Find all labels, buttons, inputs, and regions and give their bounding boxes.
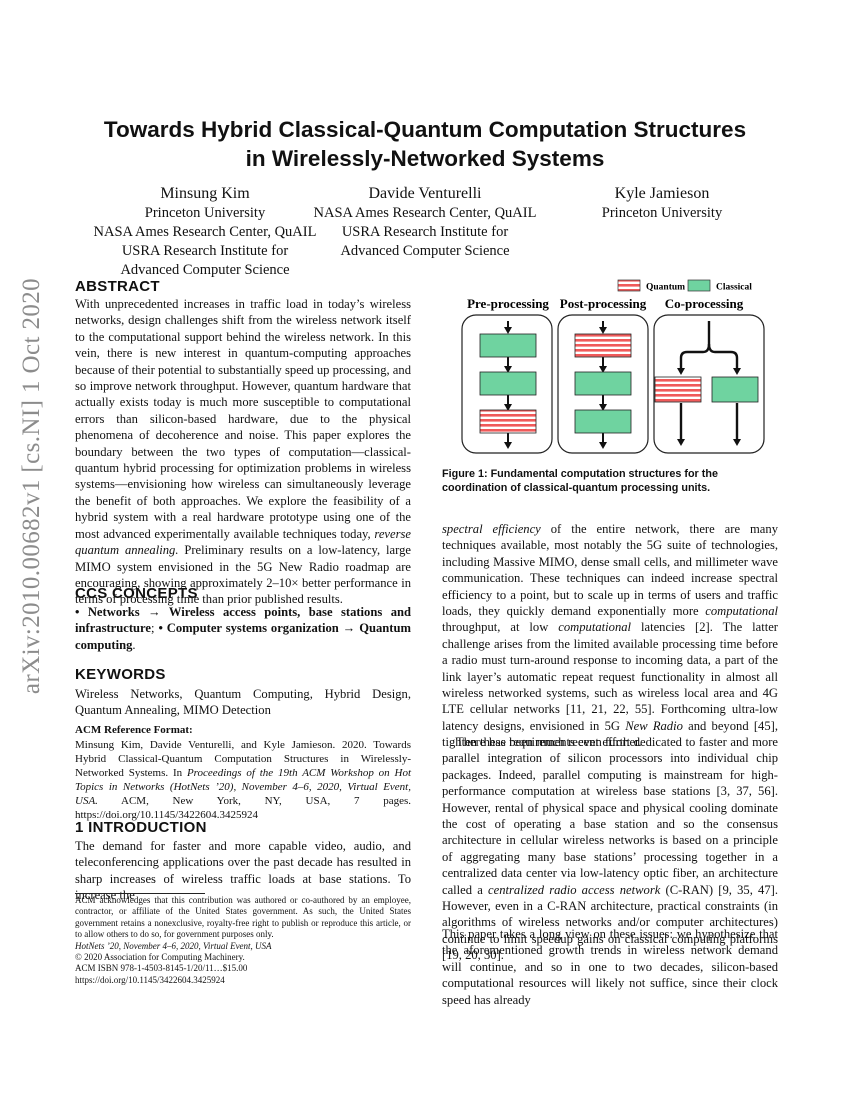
quantum-block bbox=[574, 333, 632, 358]
panel-post-processing bbox=[557, 314, 649, 454]
author-affiliation: Advanced Computer Science bbox=[340, 243, 510, 259]
right-column-paragraph-3: This paper takes a long view on these is… bbox=[442, 927, 778, 1007]
abstract-text-part: With unprecedented increases in traffic … bbox=[75, 297, 411, 541]
arxiv-stamp: arXiv:2010.00682v1 [cs.NI] 1 Oct 2020 bbox=[18, 277, 45, 695]
acm-ref-heading: ACM Reference Format: bbox=[75, 724, 193, 736]
figure-1-caption: Figure 1: Fundamental computation struct… bbox=[442, 468, 718, 494]
right-column-paragraph-1: spectral efficiency of the entire networ… bbox=[442, 521, 778, 751]
footnote-copyright-notice: ACM acknowledges that this contribution … bbox=[75, 895, 411, 940]
arrow-head bbox=[599, 366, 607, 373]
classical-block bbox=[711, 376, 759, 403]
author-affiliation: Princeton University bbox=[144, 205, 266, 221]
acm-ref-part: Minsung Kim, Davide Venturelli, and Kyle… bbox=[75, 739, 411, 779]
arrow-head bbox=[733, 439, 741, 446]
author-affiliation: Princeton University bbox=[601, 205, 723, 221]
abstract-heading: ABSTRACT bbox=[75, 278, 160, 295]
footnote-isbn: ACM ISBN 978-1-4503-8145-1/20/11…$15.00 bbox=[75, 963, 248, 974]
author-affiliation: NASA Ames Research Center, QuAIL bbox=[93, 224, 317, 240]
panel-co-processing bbox=[653, 314, 765, 454]
keywords-heading: KEYWORDS bbox=[75, 666, 166, 683]
keywords-text: Wireless Networks, Quantum Computing, Hy… bbox=[75, 687, 411, 718]
quantum-block bbox=[654, 376, 702, 403]
label-co-processing: Co-processing bbox=[665, 296, 744, 311]
abstract-text: With unprecedented increases in traffic … bbox=[75, 296, 411, 608]
text: There has been much recent effort dedica… bbox=[442, 735, 778, 897]
footnote-doi: https://doi.org/10.1145/3422604.3425924 bbox=[75, 974, 225, 985]
legend-classical-swatch bbox=[687, 279, 711, 292]
emphasis: computational bbox=[558, 620, 632, 635]
arrow-head bbox=[677, 439, 685, 446]
intro-heading: 1 INTRODUCTION bbox=[75, 819, 207, 836]
text: throughput, at low bbox=[442, 620, 559, 635]
author-name: Kyle Jamieson bbox=[614, 185, 710, 202]
arrow-head bbox=[733, 368, 741, 375]
abstract-text-part: Preliminary results on a low-latency, la… bbox=[75, 543, 411, 607]
author-1: Minsung Kim Princeton University NASA Am… bbox=[75, 184, 335, 280]
footnote-copyright: © 2020 Association for Computing Machine… bbox=[75, 952, 245, 963]
classical-block bbox=[574, 371, 632, 396]
emphasis: computational bbox=[705, 604, 778, 619]
ccs-concept-1: • Networks → Wireless access points, bas… bbox=[75, 605, 411, 636]
legend-quantum-swatch bbox=[617, 279, 641, 292]
author-affiliation: Advanced Computer Science bbox=[120, 262, 290, 278]
classical-block bbox=[574, 409, 632, 434]
quantum-block bbox=[479, 409, 537, 434]
arrow-head bbox=[599, 442, 607, 449]
emphasis: centralized radio access network bbox=[488, 882, 661, 897]
right-column-paragraph-2: There has been much recent effort dedica… bbox=[442, 734, 778, 964]
arrow-head bbox=[599, 327, 607, 334]
text: and beyond [45], tighten these requireme… bbox=[442, 718, 778, 750]
ccs-separator: ; bbox=[151, 621, 159, 636]
ccs-heading: CCS CONCEPTS bbox=[75, 585, 198, 602]
arrow-head bbox=[504, 327, 512, 334]
ccs-concept-2: • Computer systems organization → Quantu… bbox=[75, 621, 411, 652]
author-affiliation: USRA Research Institute for bbox=[341, 224, 509, 240]
author-affiliation: USRA Research Institute for bbox=[121, 243, 289, 259]
classical-block bbox=[479, 333, 537, 358]
arrow-head bbox=[677, 368, 685, 375]
text: (C-RAN) [9, 35, 47]. However, even in a … bbox=[442, 882, 778, 963]
acm-ref-venue: Proceedings of the 19th ACM Workshop on … bbox=[75, 767, 411, 807]
footnote-venue: HotNets ’20, November 4–6, 2020, Virtual… bbox=[75, 940, 272, 951]
title-line-1: Towards Hybrid Classical-Quantum Computa… bbox=[103, 117, 747, 142]
legend-quantum-label: Quantum bbox=[646, 283, 685, 293]
author-name: Minsung Kim bbox=[160, 185, 250, 202]
classical-block bbox=[479, 371, 537, 396]
intro-text: The demand for faster and more capable v… bbox=[75, 839, 411, 903]
author-2: Davide Venturelli NASA Ames Research Cen… bbox=[295, 184, 555, 261]
acm-ref-text: Minsung Kim, Davide Venturelli, and Kyle… bbox=[75, 738, 411, 822]
split-connector bbox=[679, 321, 739, 440]
panel-pre-processing bbox=[461, 314, 553, 454]
ccs-end: . bbox=[132, 637, 136, 652]
footnote-rule bbox=[75, 893, 205, 894]
acm-ref-part: ACM, New York, NY, USA, 7 pages. https:/… bbox=[75, 795, 411, 821]
author-3: Kyle Jamieson Princeton University bbox=[532, 184, 792, 223]
abstract-text-emphasis: reverse quantum annealing. bbox=[75, 526, 411, 558]
title-line-2: in Wirelessly-Networked Systems bbox=[245, 146, 605, 171]
arrow-head bbox=[599, 404, 607, 411]
author-affiliation: NASA Ames Research Center, QuAIL bbox=[313, 205, 537, 221]
arrow-head bbox=[504, 366, 512, 373]
emphasis: New Radio bbox=[625, 718, 683, 733]
emphasis: spectral efficiency bbox=[442, 522, 541, 536]
arrow-head bbox=[504, 442, 512, 449]
text: latencies [2]. The latter challenge aris… bbox=[442, 620, 778, 733]
author-name: Davide Venturelli bbox=[368, 185, 482, 202]
footnote: ACM acknowledges that this contribution … bbox=[75, 895, 411, 986]
arrow-head bbox=[504, 404, 512, 411]
ccs-text: • Networks → Wireless access points, bas… bbox=[75, 604, 411, 653]
text: of the entire network, there are many te… bbox=[442, 522, 778, 619]
paper-title: Towards Hybrid Classical-Quantum Computa… bbox=[60, 115, 790, 173]
label-pre-processing: Pre-processing bbox=[467, 296, 549, 311]
legend-classical-label: Classical bbox=[716, 283, 752, 293]
figure-1-diagram: Quantum Classical Pre-processing Post-pr… bbox=[461, 279, 765, 454]
label-post-processing: Post-processing bbox=[560, 296, 647, 311]
